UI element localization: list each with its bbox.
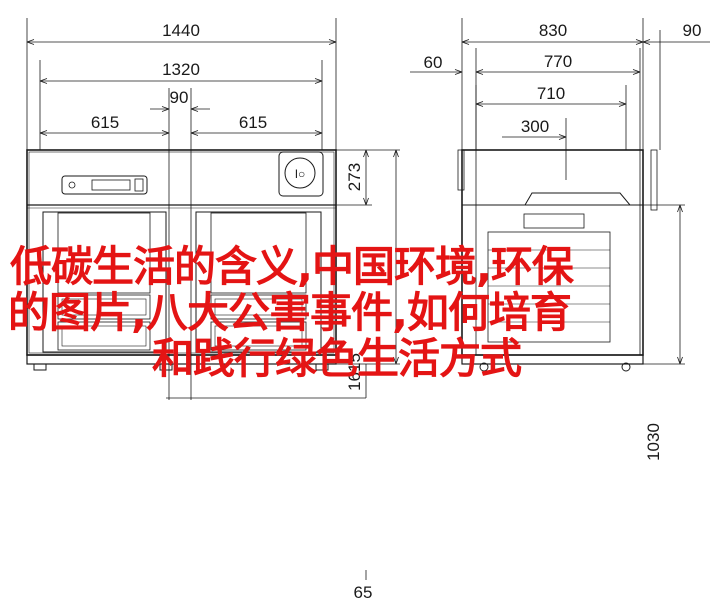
dim-side-770: 770 — [544, 52, 572, 71]
dim-side-710: 710 — [537, 84, 565, 103]
dim-door-left: 615 — [91, 113, 119, 132]
dim-front-height: 1615 — [345, 353, 364, 391]
recorder-glyph: I○ — [295, 167, 306, 181]
side-view: 830 90 60 770 710 300 1030 — [410, 18, 710, 461]
dim-side-height: 1030 — [644, 423, 663, 461]
dim-side-extra: 90 — [683, 21, 702, 40]
dim-feet: 65 — [354, 583, 373, 602]
dim-side-offset: 60 — [424, 53, 443, 72]
front-view: 1440 1320 90 615 615 I○ — [26, 18, 400, 602]
dim-front-inner-width: 1320 — [162, 60, 200, 79]
dim-front-total-width: 1440 — [162, 21, 200, 40]
dim-side-depth: 830 — [539, 21, 567, 40]
dim-door-right: 615 — [239, 113, 267, 132]
dim-top-section: 273 — [345, 163, 364, 191]
dim-front-gap: 90 — [170, 88, 189, 107]
dim-side-300: 300 — [521, 117, 549, 136]
